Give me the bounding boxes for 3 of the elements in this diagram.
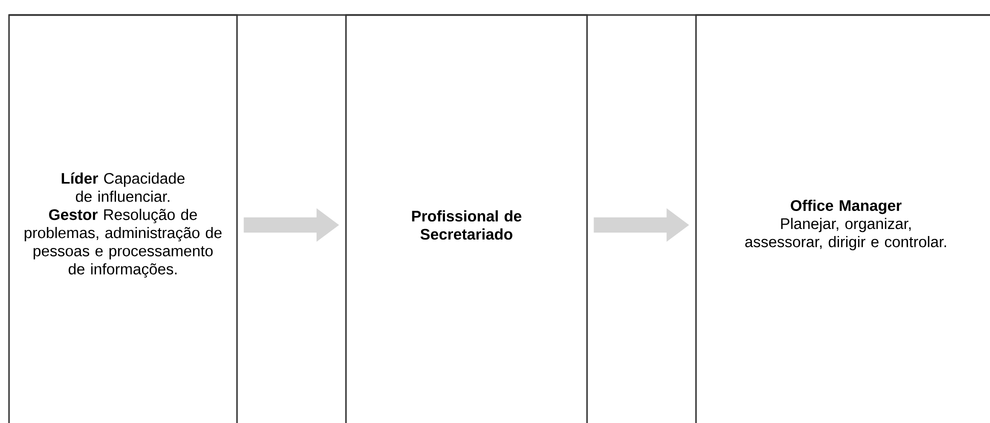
table-cell: Office Manager Planejar, organizar, assessorar, dirigir e controlar. [695, 14, 990, 423]
table-cell: Líder Capacidade de influenciar. Gestor Resolução de problemas, administração de pessoas e processamento de informações. [8, 14, 238, 423]
table-cell: Profissional de Secretariado [345, 14, 588, 423]
